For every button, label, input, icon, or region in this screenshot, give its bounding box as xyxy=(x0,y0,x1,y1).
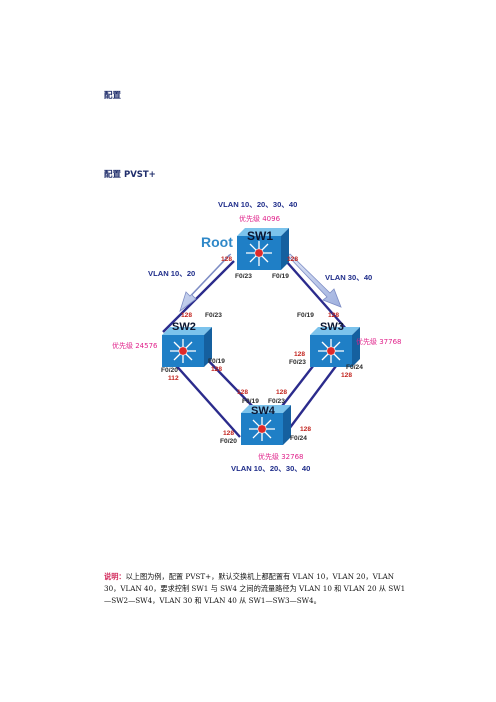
link-sw1-sw2 xyxy=(162,260,235,333)
section-heading-config-pvst: 配置 PVST+ xyxy=(104,170,156,180)
sw2-port-f019: F0/19 xyxy=(208,358,225,365)
sw4-port-f023: F0/23 xyxy=(268,398,285,405)
sw2-name: SW2 xyxy=(172,321,196,333)
sw4-port-f019: F0/19 xyxy=(242,398,259,405)
sw2-cost-f020: 112 xyxy=(168,375,179,382)
description-lead: 说明： xyxy=(104,572,126,581)
link-sw2-sw4-f019 xyxy=(199,351,260,414)
sw4-name: SW4 xyxy=(251,405,276,417)
link-sw1-sw3 xyxy=(285,260,349,332)
sw3-priority: 优先级 37768 xyxy=(356,337,402,346)
sw2-port-f023: F0/23 xyxy=(205,312,222,319)
sw1-name: SW1 xyxy=(247,229,273,243)
link-sw3-sw4-f024 xyxy=(285,361,340,434)
links xyxy=(162,260,349,438)
sw1-priority: 优先级 4096 xyxy=(239,214,281,223)
sw4-cost-f023: 128 xyxy=(276,389,287,396)
sw4-priority: 优先级 32768 xyxy=(258,452,304,461)
description-paragraph: 说明：以上图为例，配置 PVST+，默认交换机上都配置有 VLAN 10，VLA… xyxy=(104,571,409,608)
switch-sw3 xyxy=(310,327,360,367)
sw4-port-f020: F0/20 xyxy=(220,438,237,445)
sw3-cost-top: 128 xyxy=(328,312,339,319)
sw4-cost-f024: 128 xyxy=(300,426,311,433)
sw2-cost-top: 128 xyxy=(181,312,192,319)
sw2-port-f020: F0/20 xyxy=(161,367,178,374)
root-label: Root xyxy=(201,234,233,250)
sw3-port-f019: F0/19 xyxy=(297,312,314,319)
sw2-cost-f019: 128 xyxy=(211,366,222,373)
sw3-cost-f024: 128 xyxy=(341,372,352,379)
sw1-port-f019: F0/19 xyxy=(272,273,289,280)
sw4-cost-f019: 128 xyxy=(237,389,248,396)
sw1-port-f023: F0/23 xyxy=(235,273,252,280)
traffic-arrow-right xyxy=(287,253,342,308)
sw3-cost-f023: 128 xyxy=(294,351,305,358)
link-sw2-sw4-f020 xyxy=(172,361,241,438)
sw2-priority: 优先级 24576 xyxy=(112,341,158,350)
traffic-arrow-left xyxy=(179,253,232,313)
description-text: 以上图为例，配置 PVST+，默认交换机上都配置有 VLAN 10，VLAN 2… xyxy=(104,572,406,606)
sw4-cost-f020: 128 xyxy=(223,430,234,437)
sw3-port-f024: F0/24 xyxy=(346,364,363,371)
sw1-cost-left: 128 xyxy=(221,256,232,263)
sw3-name: SW3 xyxy=(320,321,344,333)
vlan-label-left: VLAN 10、20 xyxy=(148,269,195,278)
sw1-cost-right: 128 xyxy=(287,256,298,263)
section-heading-config: 配置 xyxy=(104,91,122,101)
sw3-port-f023: F0/23 xyxy=(289,359,306,366)
switch-sw4 xyxy=(241,405,291,445)
vlan-label-bottom: VLAN 10、20、30、40 xyxy=(231,464,310,473)
vlan-label-right: VLAN 30、40 xyxy=(325,273,372,282)
switch-sw2 xyxy=(162,327,212,367)
vlan-label-top: VLAN 10、20、30、40 xyxy=(218,200,297,209)
switch-sw1 xyxy=(237,228,289,270)
sw4-port-f024: F0/24 xyxy=(290,435,307,442)
